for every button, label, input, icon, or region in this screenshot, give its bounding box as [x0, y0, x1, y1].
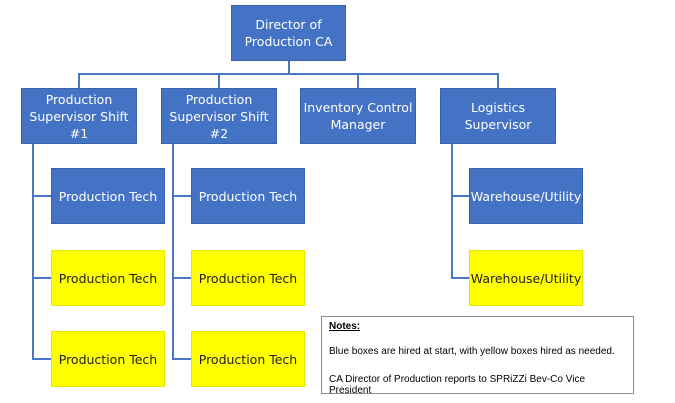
- notes-line-2: CA Director of Production reports to SPR…: [329, 374, 586, 396]
- connector-to-inventory: [357, 73, 359, 89]
- connector-director-down: [288, 61, 290, 74]
- connector-shift2-spine: [172, 143, 174, 359]
- connector-shift1-tech1: [32, 195, 52, 197]
- shift1-tech-3: Production Tech: [51, 331, 165, 387]
- connector-shift1-tech3: [32, 358, 52, 360]
- warehouse-utility-1: Warehouse/Utility: [469, 168, 583, 224]
- connector-shift1-spine: [32, 143, 34, 359]
- shift1-supervisor-box: Production Supervisor Shift #1: [21, 88, 137, 144]
- notes-title: Notes:: [329, 321, 361, 332]
- notes-box: Notes: Blue boxes are hired at start, wi…: [321, 316, 634, 396]
- connector-manager-bus: [78, 73, 499, 75]
- shift2-supervisor-box: Production Supervisor Shift #2: [161, 88, 277, 144]
- connector-logistics-spine: [451, 143, 453, 278]
- director-box: Director of Production CA: [231, 5, 346, 61]
- shift2-tech-2: Production Tech: [191, 250, 305, 306]
- inventory-manager-box: Inventory Control Manager: [300, 88, 416, 144]
- connector-logistics-warehouse1: [451, 195, 470, 197]
- shift2-tech-3: Production Tech: [191, 331, 305, 387]
- connector-to-shift2: [218, 73, 220, 89]
- connector-shift2-tech1: [172, 195, 192, 197]
- notes-line-1: Blue boxes are hired at start, with yell…: [329, 346, 615, 357]
- warehouse-utility-2: Warehouse/Utility: [469, 250, 583, 306]
- connector-shift2-tech3: [172, 358, 192, 360]
- connector-shift2-tech2: [172, 277, 192, 279]
- shift1-tech-1: Production Tech: [51, 168, 165, 224]
- logistics-supervisor-box: Logistics Supervisor: [440, 88, 556, 144]
- shift2-tech-1: Production Tech: [191, 168, 305, 224]
- connector-shift1-tech2: [32, 277, 52, 279]
- connector-logistics-warehouse2: [451, 277, 470, 279]
- connector-to-shift1: [78, 73, 80, 89]
- connector-to-logistics: [497, 73, 499, 89]
- shift1-tech-2: Production Tech: [51, 250, 165, 306]
